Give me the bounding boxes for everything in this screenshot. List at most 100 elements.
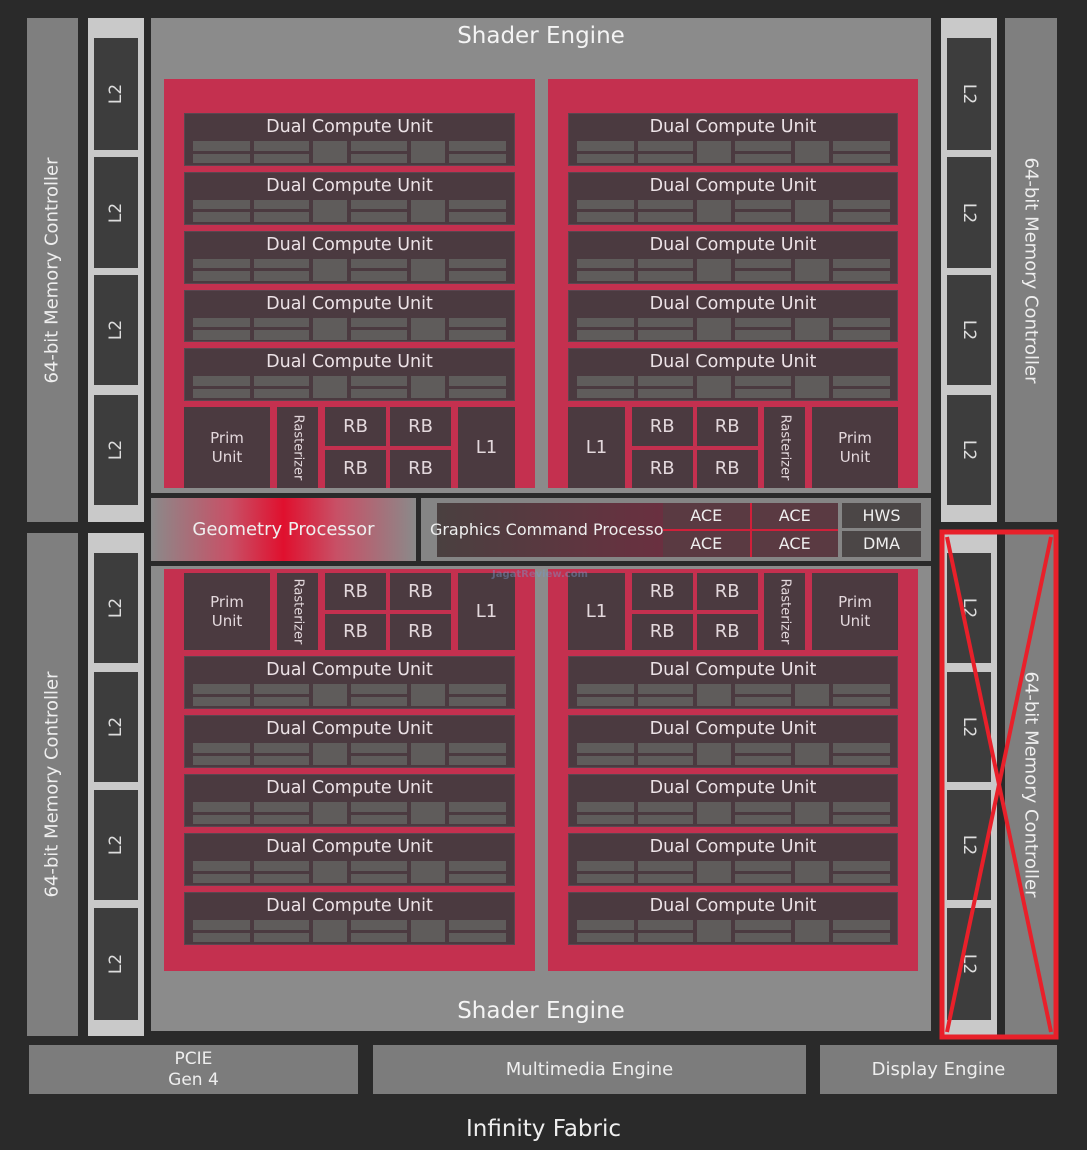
simd-lane [832,861,890,871]
simd-block [794,317,829,340]
dcu-label: Dual Compute Unit [266,234,433,255]
simd-lane [351,873,407,883]
dcu-label: Dual Compute Unit [649,117,817,137]
render-backend: RB [696,407,758,446]
simd-lane [411,920,445,942]
simd-lane [794,141,829,163]
simd-lane [449,932,506,942]
simd-lane [576,271,634,281]
simd-block [449,684,506,706]
infinity-fabric: Infinity Fabric [465,1116,622,1142]
dual-compute-unit: Dual Compute Unit [184,171,515,225]
simd-lane [193,212,250,222]
simd-lane [449,258,506,269]
simd-lane [313,141,347,163]
simd-lane [637,388,693,399]
simd-lane [351,814,407,824]
render-backend: RB [631,449,693,488]
simd-lane [351,802,407,812]
simd-block [794,861,829,883]
rasterizer-label: Rasterizer [777,414,793,481]
l2-label: L2 [105,597,126,619]
memory-controller-left-bottom: 64-bit Memory Controller [27,533,78,1036]
render-backend: RB [325,449,386,488]
dual-compute-unit: Dual Compute Unit [184,715,515,768]
simd-lane [254,684,309,694]
simd-lane [254,861,309,871]
gcp-label: Graphics Command Processor [429,520,671,539]
dcu-slices [193,376,506,399]
simd-lane [351,755,407,765]
l2-label: L2 [105,202,126,223]
simd-lane [734,199,791,210]
dcu-label: Dual Compute Unit [266,660,433,680]
simd-lane [193,932,250,942]
simd-lane [313,684,347,706]
dual-compute-unit: Dual Compute Unit [568,113,898,166]
simd-lane [734,814,791,824]
render-backend: RB [696,573,758,610]
render-backend: RB [390,573,451,610]
simd-lane [637,684,693,694]
rasterizer-label: Rasterizer [777,578,793,645]
dcu-label: Dual Compute Unit [266,352,433,373]
simd-lane [832,258,890,269]
simd-block [696,199,731,222]
simd-lane [832,743,890,753]
simd-block [696,920,731,942]
simd-block [734,317,791,340]
simd-lane [411,376,445,399]
simd-block [576,861,634,883]
ace-unit: ACE [663,503,750,529]
simd-block [193,920,250,942]
prim-unit-label: Prim Unit [838,592,872,630]
dual-compute-unit: Dual Compute Unit [568,774,898,827]
simd-lane [734,932,791,942]
simd-lane [637,861,693,871]
simd-block [411,802,445,824]
dual-compute-unit: Dual Compute Unit [184,774,515,827]
simd-lane [696,684,731,706]
simd-block [193,199,250,222]
simd-lane [351,317,407,328]
simd-lane [832,814,890,824]
simd-block [351,802,407,824]
simd-lane [696,141,731,163]
simd-block [576,920,634,942]
render-backend: RB [631,613,693,650]
simd-block [637,861,693,883]
dcu-label: Dual Compute Unit [266,837,433,857]
simd-block [193,376,250,399]
simd-block [734,802,791,824]
dcu-label: Dual Compute Unit [649,896,817,916]
simd-block [193,258,250,281]
simd-lane [351,199,407,210]
simd-block [637,199,693,222]
simd-block [411,258,445,281]
simd-lane [411,802,445,824]
simd-block [576,376,634,399]
dcu-label: Dual Compute Unit [266,293,433,314]
memory-controller-right-top: 64-bit Memory Controller [1005,18,1057,522]
dcu-slices [576,861,890,883]
simd-lane [637,199,693,210]
l2-cache-slice: L2 [94,275,138,385]
simd-lane [734,802,791,812]
simd-lane [734,271,791,281]
simd-block [576,199,634,222]
simd-block [832,199,890,222]
simd-block [254,802,309,824]
l1-cache: L1 [458,573,515,650]
simd-lane [637,920,693,930]
simd-lane [576,141,634,151]
l2-cache-slice: L2 [947,790,991,900]
simd-block [193,802,250,824]
simd-block [351,141,407,163]
simd-block [832,861,890,883]
dcu-slices [576,141,890,163]
prim-unit: Prim Unit [184,573,270,650]
simd-block [351,920,407,942]
